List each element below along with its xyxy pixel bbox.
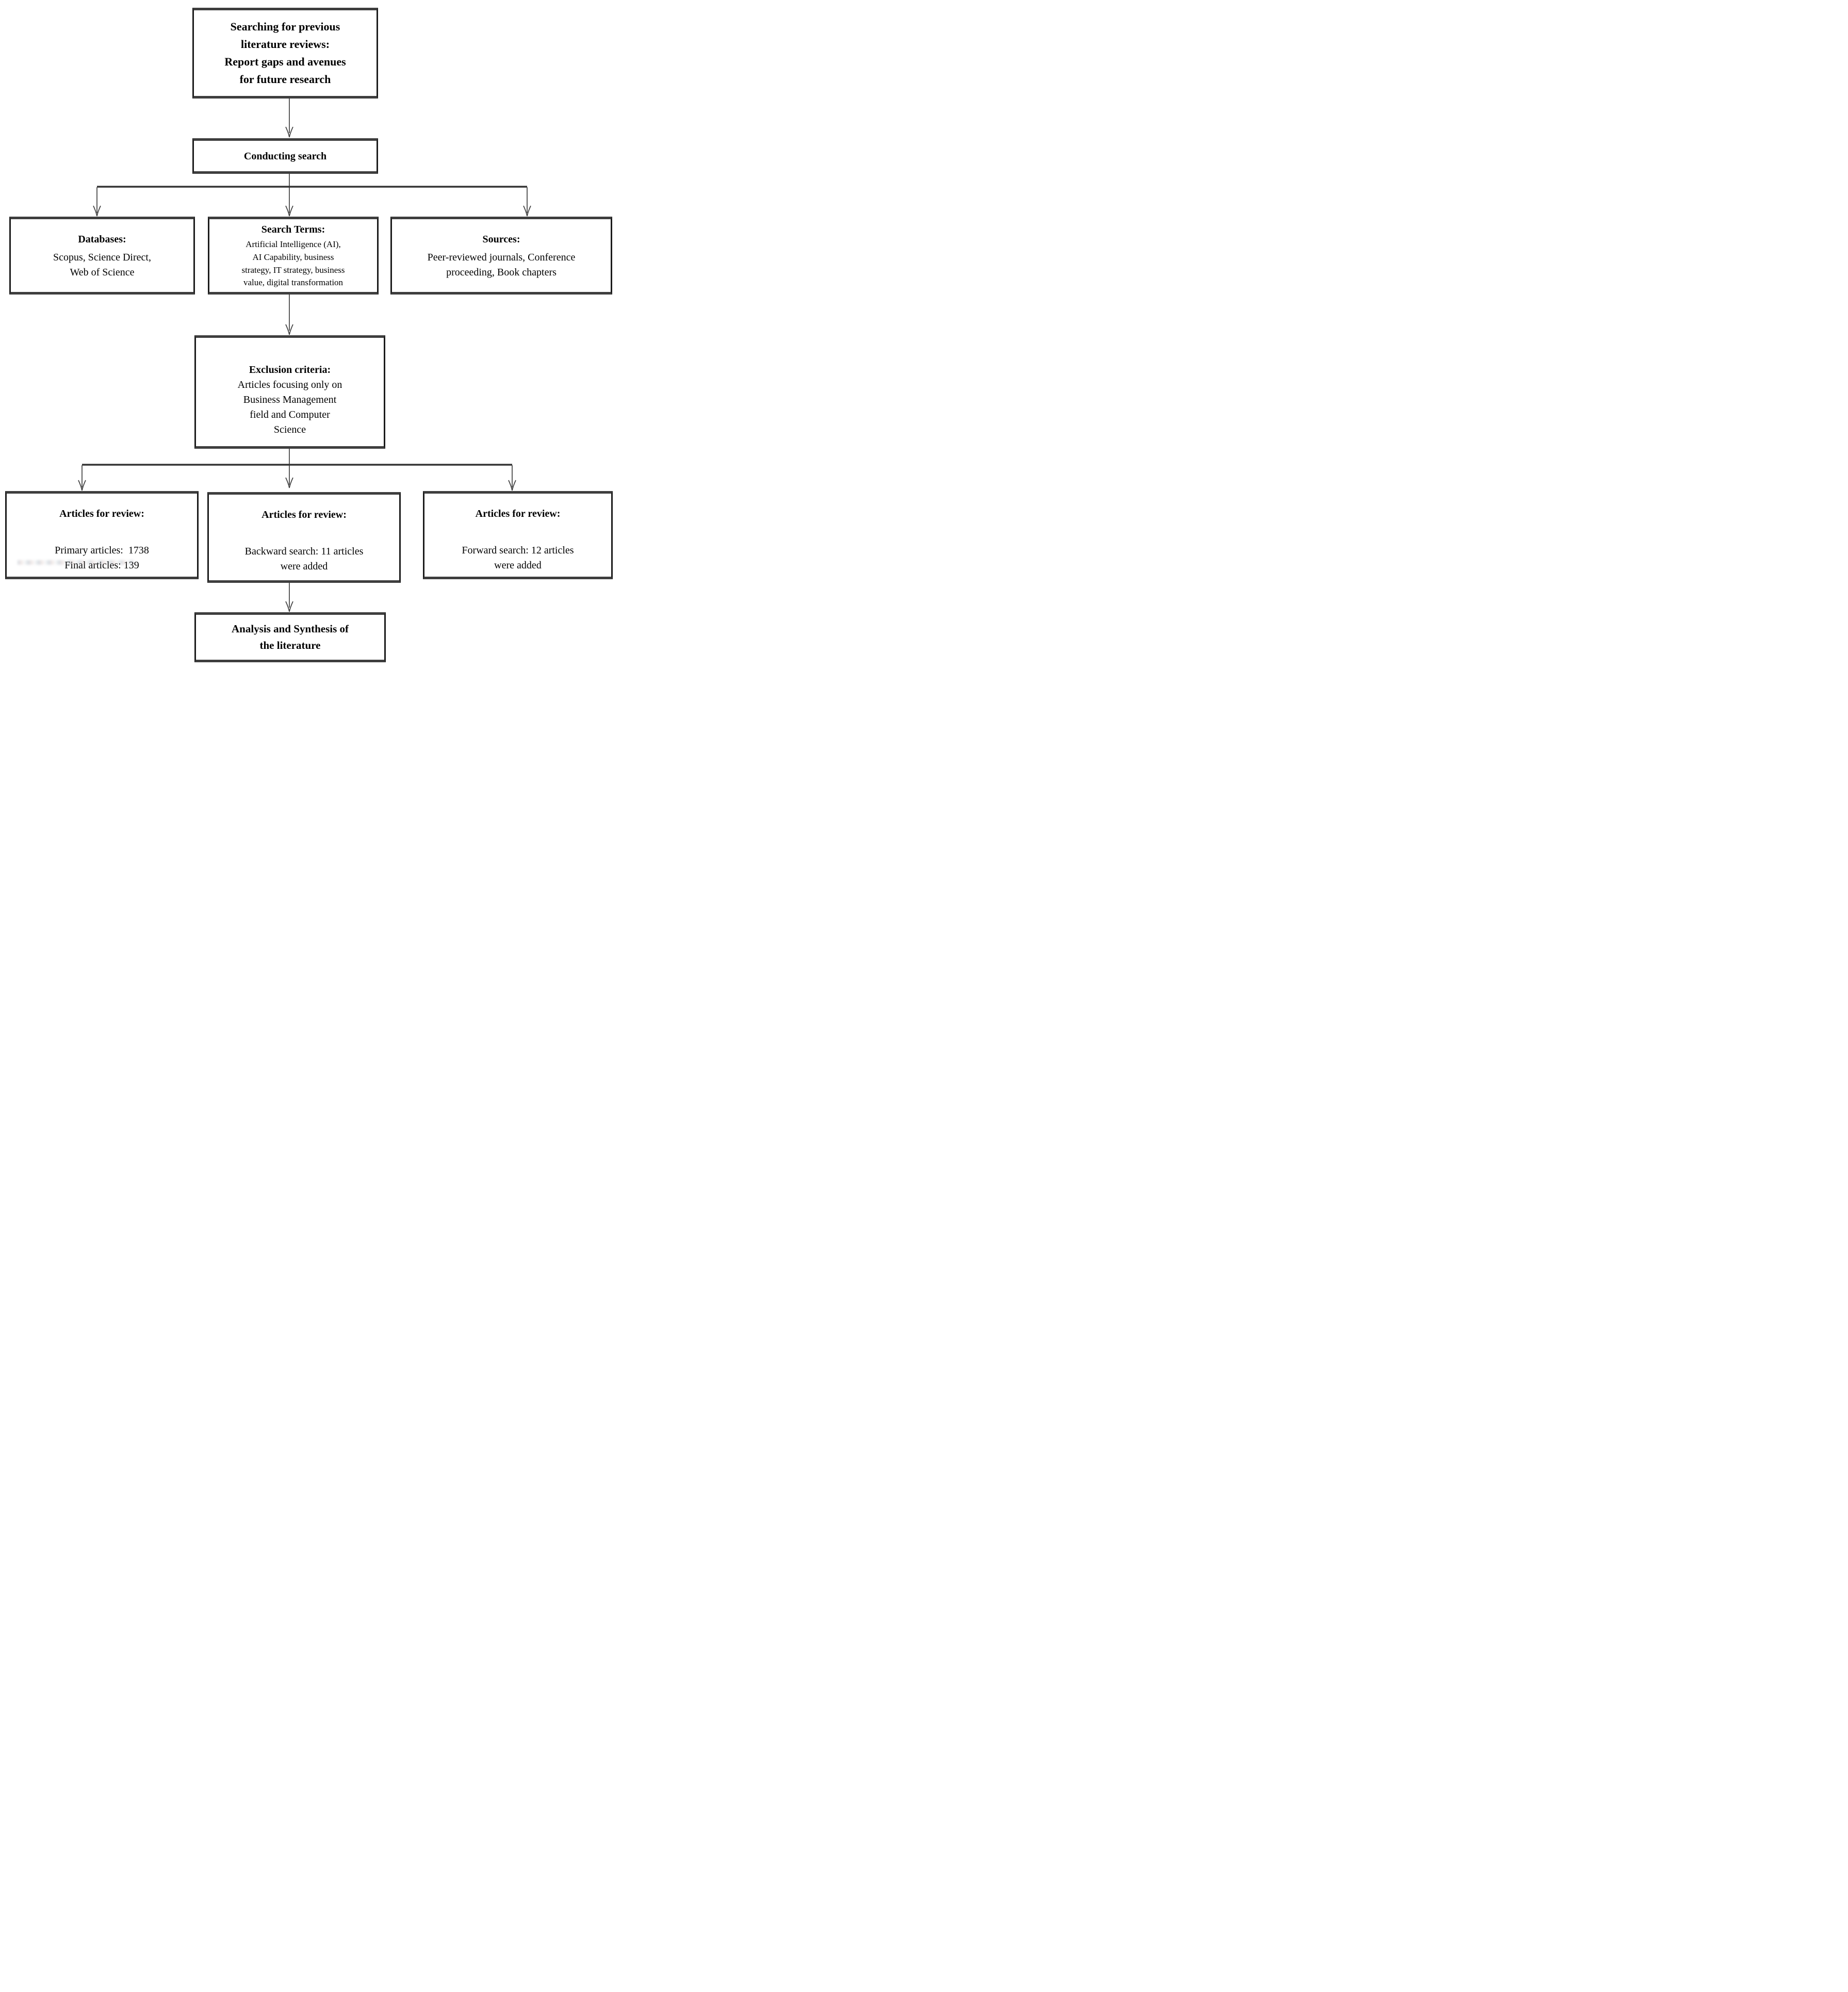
node-exclusion-criteria: Exclusion criteria: Articles focusing on…: [194, 335, 385, 449]
arrow-backward-to-analysis-head: [285, 601, 293, 612]
node-sources: Sources: Peer-reviewed journals, Confere…: [390, 217, 612, 295]
branch2-left-head: [78, 480, 86, 491]
node-exclusion-criteria-title: Exclusion criteria:: [249, 364, 331, 375]
node-databases: Databases: Scopus, Science Direct, Web o…: [9, 217, 195, 295]
node-articles-review-backward-body: Backward search: 11 articles were added: [244, 546, 364, 572]
node-sources-body: Peer-reviewed journals, Conference proce…: [427, 251, 576, 278]
node-articles-review-forward-body: Forward search: 12 articles were added: [462, 545, 574, 571]
branch2-right-head: [508, 480, 516, 491]
node-searching-previous-reviews-text: Searching for previous literature review…: [224, 20, 346, 86]
branch2-center-head: [285, 477, 293, 488]
arrow-searchterms-to-exclusion-head: [285, 324, 293, 335]
node-search-terms-body: Artificial Intelligence (AI), AI Capabil…: [241, 239, 345, 288]
node-searching-previous-reviews: Searching for previous literature review…: [192, 8, 378, 99]
node-analysis-synthesis: Analysis and Synthesis of the literature: [194, 612, 386, 662]
node-articles-review-backward-title: Articles for review:: [261, 509, 347, 520]
arrow-top-to-conducting-head: [285, 126, 293, 138]
branch1-center-head: [285, 205, 293, 217]
node-sources-title: Sources:: [482, 233, 520, 245]
node-search-terms-title: Search Terms:: [261, 224, 325, 236]
node-articles-review-forward-title: Articles for review:: [475, 508, 561, 519]
node-articles-review-forward: Articles for review: Forward search: 12 …: [423, 491, 613, 579]
branch1-left-head: [93, 205, 101, 217]
redacted-text-artifact: [18, 560, 134, 565]
node-databases-body: Scopus, Science Direct, Web of Science: [53, 251, 151, 278]
connector-layer: [78, 99, 531, 612]
node-articles-review-primary-body: Primary articles: 1738 Final articles: 1…: [55, 545, 149, 571]
node-articles-review-primary-title: Articles for review:: [59, 508, 144, 519]
node-databases-title: Databases:: [78, 233, 126, 245]
node-conducting-search: Conducting search: [192, 138, 378, 174]
node-exclusion-criteria-body: Articles focusing only on Business Manag…: [237, 379, 342, 435]
node-articles-review-primary: Articles for review: Primary articles: 1…: [5, 491, 199, 579]
flowchart-canvas: Searching for previous literature review…: [0, 0, 616, 664]
node-analysis-synthesis-text: Analysis and Synthesis of the literature: [232, 623, 349, 651]
node-articles-review-backward: Articles for review: Backward search: 11…: [207, 492, 401, 583]
branch1-right-head: [523, 205, 531, 217]
node-conducting-search-text: Conducting search: [243, 150, 327, 162]
node-search-terms: Search Terms: Artificial Intelligence (A…: [208, 217, 379, 295]
